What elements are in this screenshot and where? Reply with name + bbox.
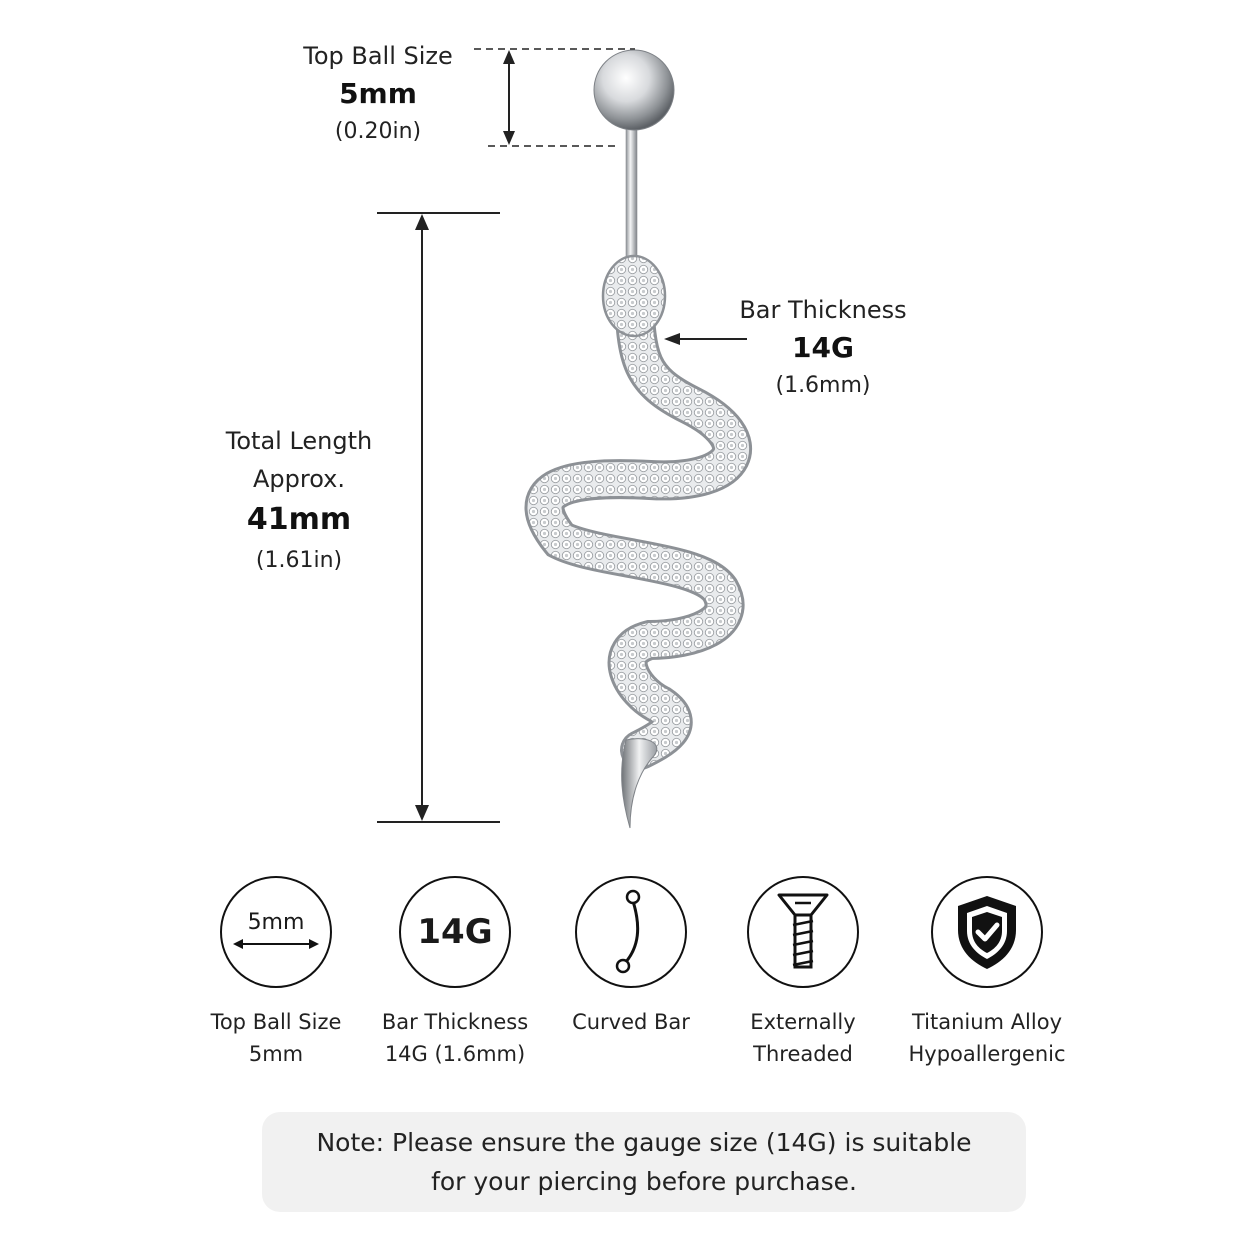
bar-thickness-label: Bar Thickness 14G (1.6mm) [723,291,923,405]
bar-thickness-title: Bar Thickness [739,296,907,324]
feature-line2: Threaded [753,1042,853,1066]
ball-size-icon: 5mm [220,876,332,988]
total-length-sub: (1.61in) [255,548,343,573]
feature-curved-bar: Curved Bar [531,876,731,1038]
curved-bar-icon [575,876,687,988]
length-dimension-guide [377,212,500,823]
screw-icon [747,876,859,988]
total-length-value: 41mm [246,502,352,537]
feature-line2: 5mm [248,1042,304,1066]
product-diagram [377,48,752,829]
feature-line1: Curved Bar [572,1010,690,1034]
double-arrow-icon [233,938,319,949]
purchase-note: Note: Please ensure the gauge size (14G)… [262,1112,1026,1212]
total-length-label: Total Length Approx. 41mm (1.61in) [199,422,399,580]
feature-bar-thickness: 14G Bar Thickness 14G (1.6mm) [355,876,555,1070]
shield-glyph [958,896,1016,969]
feature-line2: Hypoallergenic [908,1042,1066,1066]
screw-glyph [777,893,829,969]
top-ball-title: Top Ball Size [303,42,453,70]
total-length-approx: Approx. [252,465,345,493]
feature-material: Titanium Alloy Hypoallergenic [887,876,1087,1070]
bar-thickness-pointer [664,333,747,345]
feature-line1: Bar Thickness [381,1010,529,1034]
bar-thickness-value: 14G [792,331,854,364]
feature-line1: Externally [750,1010,856,1034]
feature-line2: 14G (1.6mm) [384,1042,526,1066]
note-line2: for your piercing before purchase. [431,1167,857,1196]
gauge-icon: 14G [399,876,511,988]
bar-thickness-sub: (1.6mm) [775,373,871,398]
ball-dimension-guide [474,48,635,147]
total-length-title: Total Length [225,427,373,455]
top-ball-value: 5mm [339,77,417,110]
feature-line1: Top Ball Size [210,1010,342,1034]
note-line1: Note: Please ensure the gauge size (14G)… [316,1128,972,1157]
ball-size-icon-text: 5mm [247,909,305,935]
feature-line1: Titanium Alloy [911,1010,1062,1034]
curved-bar-glyph [615,889,641,974]
shield-check-icon [931,876,1043,988]
feature-threaded: Externally Threaded [703,876,903,1070]
top-ball-sub: (0.20in) [334,119,422,144]
top-ball-label: Top Ball Size 5mm (0.20in) [278,37,478,151]
gauge-icon-text: 14G [417,912,493,952]
snake-belly-ring [524,49,752,829]
feature-top-ball: 5mm Top Ball Size 5mm [176,876,376,1070]
